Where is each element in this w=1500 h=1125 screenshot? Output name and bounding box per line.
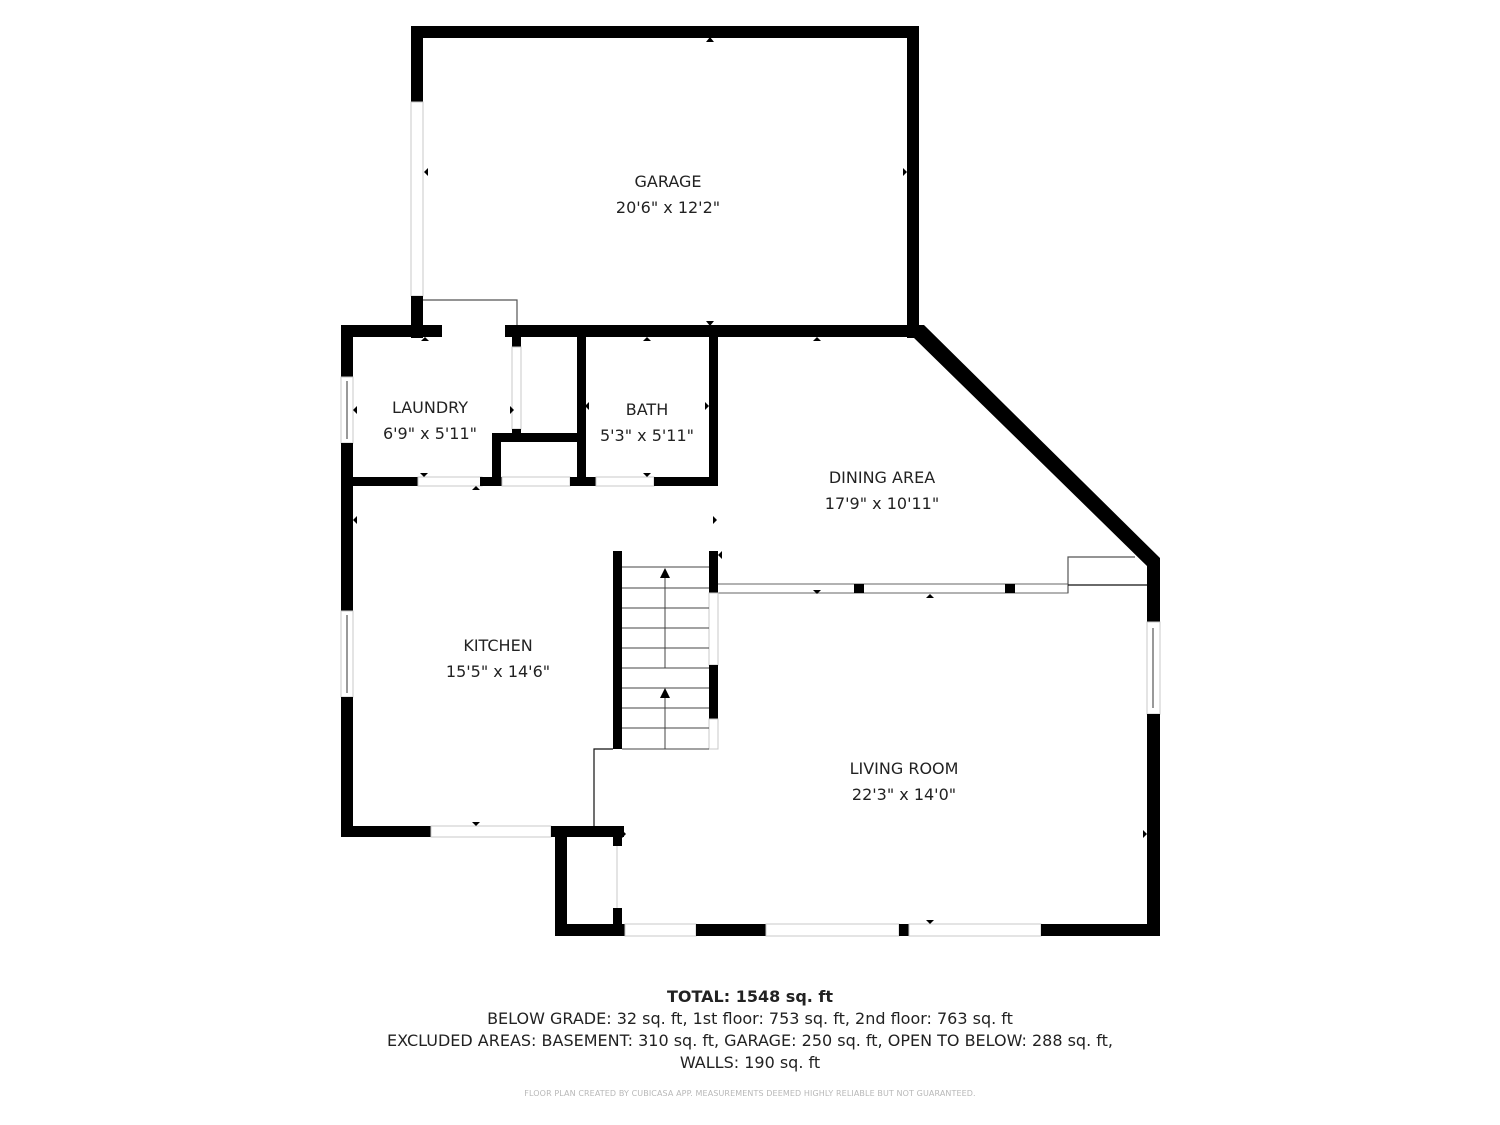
room-kitchen: KITCHEN 15'5" x 14'6" (446, 633, 550, 685)
room-dining-dimensions: 17'9" x 10'11" (824, 494, 940, 513)
measurement-markers (353, 37, 1147, 924)
room-kitchen-dimensions: 15'5" x 14'6" (445, 662, 551, 681)
stair-up-arrow-icon (660, 568, 670, 578)
area-summary: TOTAL: 1548 sq. ft BELOW GRADE: 32 sq. f… (0, 986, 1500, 1074)
garage-door-opening (410, 101, 424, 297)
laundry-door-opening (417, 476, 483, 487)
walls-area: WALLS: 190 sq. ft (679, 1053, 821, 1072)
living-door-opening (908, 923, 1042, 937)
railing (715, 556, 1147, 594)
kitchen-door-opening (430, 825, 552, 838)
room-living-dimensions: 22'3" x 14'0" (851, 785, 957, 804)
living-walls (555, 826, 1160, 937)
stair-up-arrow-icon (660, 688, 670, 698)
floor-area-breakdown: BELOW GRADE: 32 sq. ft, 1st floor: 753 s… (487, 1009, 1013, 1028)
room-laundry: LAUNDRY 6'9" x 5'11" (383, 395, 477, 447)
bath-door-opening (595, 476, 655, 487)
garage-laundry-door-line (423, 299, 518, 325)
laundry-walls (340, 325, 584, 611)
room-laundry-name: LAUNDRY (391, 398, 469, 417)
room-bath: BATH 5'3" x 5'11" (600, 397, 694, 449)
total-area: TOTAL: 1548 sq. ft (666, 987, 834, 1006)
bath-walls (570, 337, 718, 487)
room-dining-name: DINING AREA (828, 468, 936, 487)
room-garage-name: GARAGE (634, 172, 702, 191)
disclaimer: FLOOR PLAN CREATED BY CUBICASA APP. MEAS… (524, 1089, 976, 1098)
room-bath-name: BATH (625, 400, 669, 419)
room-kitchen-name: KITCHEN (463, 636, 533, 655)
garage-walls (410, 26, 919, 338)
room-garage: GARAGE 20'6" x 12'2" (616, 169, 720, 221)
kitchen-walls (340, 477, 624, 838)
room-living-room: LIVING ROOM 22'3" x 14'0" (850, 756, 959, 808)
room-living-name: LIVING ROOM (849, 759, 959, 778)
room-laundry-dimensions: 6'9" x 5'11" (382, 424, 478, 443)
excluded-areas: EXCLUDED AREAS: BASEMENT: 310 sq. ft, GA… (387, 1031, 1113, 1050)
room-dining-area: DINING AREA 17'9" x 10'11" (825, 465, 939, 517)
staircase (613, 551, 719, 750)
room-bath-dimensions: 5'3" x 5'11" (599, 426, 695, 445)
dining-walls (913, 325, 1161, 936)
room-garage-dimensions: 20'6" x 12'2" (615, 198, 721, 217)
